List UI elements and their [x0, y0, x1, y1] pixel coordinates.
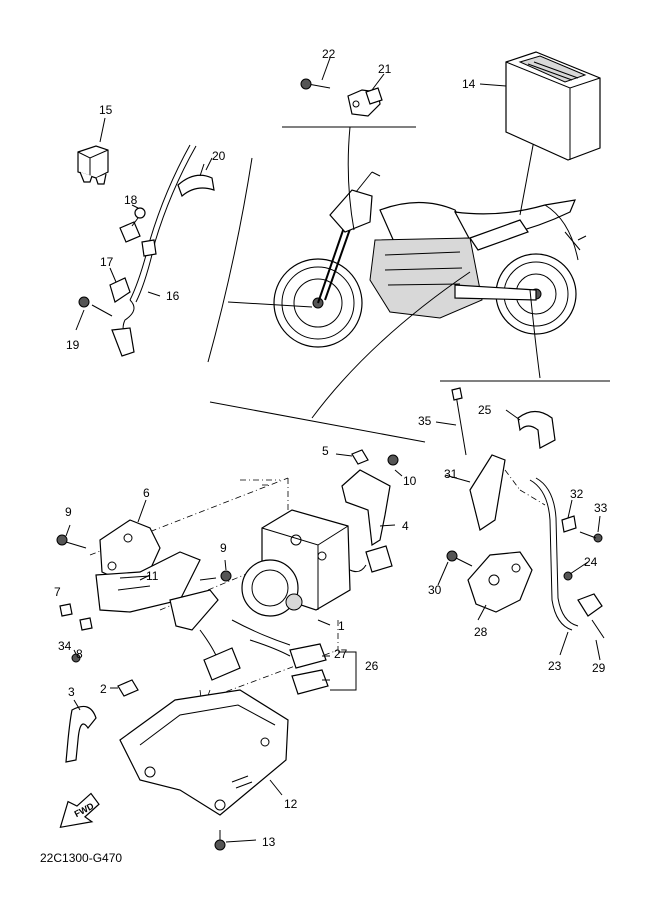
callout-4: 4: [402, 519, 409, 533]
callout-21: 21: [378, 62, 392, 76]
callout-28: 28: [474, 625, 488, 639]
callout-10: 10: [403, 474, 417, 488]
rear-sensor-group: [446, 387, 605, 639]
callout-14: 14: [462, 77, 476, 91]
callout-18: 18: [124, 193, 138, 207]
callout-8: 8: [76, 647, 83, 661]
callout-23: 23: [548, 659, 562, 673]
callout-25: 25: [478, 403, 492, 417]
callout-13: 13: [262, 835, 276, 849]
callout-2: 2: [100, 682, 107, 696]
callout-1: 1: [338, 619, 345, 633]
front-sensor-group: [77, 144, 215, 357]
abs-assembly: [56, 449, 399, 851]
callout-19: 19: [66, 338, 80, 352]
callout-12: 12: [284, 797, 298, 811]
callout-22: 22: [322, 47, 336, 61]
fwd-arrow: FWD: [59, 792, 100, 829]
callout-26: 26: [365, 659, 379, 673]
callout-32: 32: [570, 487, 584, 501]
callout-24: 24: [584, 555, 598, 569]
callout-6: 6: [143, 486, 150, 500]
callout-16: 16: [166, 289, 180, 303]
callout-leaders: [65, 57, 601, 843]
callout-7: 7: [54, 585, 61, 599]
callout-5: 5: [322, 444, 329, 458]
callout-17: 17: [100, 255, 114, 269]
bracket-21-22: [300, 78, 383, 117]
callout-15: 15: [99, 103, 113, 117]
callout-34: 34: [58, 639, 72, 653]
callout-29: 29: [592, 661, 606, 675]
callout-31: 31: [444, 467, 458, 481]
callout-20: 20: [212, 149, 226, 163]
callout-labels: 1 2 3 4 5 6 7 8 9 9 10 11 12 13 14 15 16…: [54, 47, 608, 849]
callout-9a: 9: [65, 505, 72, 519]
callout-33: 33: [594, 501, 608, 515]
motorcycle-illustration: [273, 171, 587, 348]
diagram-code: 22C1300-G470: [40, 851, 122, 865]
ecu-unit: [505, 51, 601, 161]
callout-27: 27: [334, 647, 348, 661]
callout-3: 3: [68, 685, 75, 699]
callout-9b: 9: [220, 541, 227, 555]
callout-30: 30: [428, 583, 442, 597]
callout-11: 11: [146, 569, 159, 583]
callout-35: 35: [418, 414, 432, 428]
